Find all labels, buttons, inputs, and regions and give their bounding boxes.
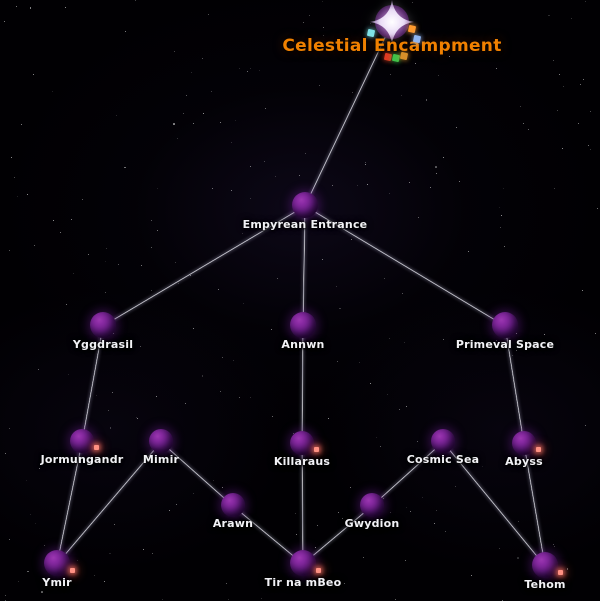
four-point-star-icon bbox=[369, 0, 415, 45]
node-gwydion[interactable]: Gwydion bbox=[345, 493, 399, 530]
gem-blue bbox=[412, 34, 422, 44]
node-primeval-space[interactable]: Primeval Space bbox=[456, 312, 554, 351]
node-sphere[interactable] bbox=[290, 431, 314, 455]
node-sphere[interactable] bbox=[292, 192, 318, 218]
node-ymir[interactable]: Ymir bbox=[42, 550, 75, 589]
node-label: Mimir bbox=[142, 453, 180, 466]
node-tehom[interactable]: Tehom bbox=[524, 552, 565, 591]
node-status-marker bbox=[316, 568, 321, 573]
node-label: Ymir bbox=[42, 576, 72, 589]
node-status-marker bbox=[314, 447, 319, 452]
node-yggdrasil[interactable]: Yggdrasil bbox=[73, 312, 133, 351]
node-killaraus[interactable]: Killaraus bbox=[274, 431, 330, 468]
map-title: Celestial Encampment bbox=[282, 36, 502, 56]
node-abyss[interactable]: Abyss bbox=[505, 431, 543, 468]
node-sphere[interactable] bbox=[70, 429, 94, 453]
node-empyrean-entrance[interactable]: Empyrean Entrance bbox=[243, 192, 367, 231]
node-label: Yggdrasil bbox=[72, 338, 134, 351]
node-sphere[interactable] bbox=[512, 431, 536, 455]
node-label: Killaraus bbox=[273, 455, 331, 468]
node-label: Primeval Space bbox=[455, 338, 555, 351]
node-sphere[interactable] bbox=[532, 552, 558, 578]
node-status-marker bbox=[70, 568, 75, 573]
node-sphere[interactable] bbox=[90, 312, 116, 338]
node-sphere[interactable] bbox=[290, 550, 316, 576]
node-status-marker bbox=[94, 445, 99, 450]
node-sphere[interactable] bbox=[44, 550, 70, 576]
node-label: Annwn bbox=[281, 338, 325, 351]
node-sphere[interactable] bbox=[360, 493, 384, 517]
node-label: Gwydion bbox=[344, 517, 400, 530]
gem-cyan bbox=[366, 28, 376, 38]
node-label: Tehom bbox=[524, 578, 566, 591]
node-annwn[interactable]: Annwn bbox=[281, 312, 324, 351]
node-sphere[interactable] bbox=[221, 493, 245, 517]
gem-amber bbox=[399, 51, 409, 61]
node-sphere[interactable] bbox=[149, 429, 173, 453]
node-label: Tir na mBeo bbox=[264, 576, 342, 589]
node-label: Empyrean Entrance bbox=[242, 218, 368, 231]
node-sphere[interactable] bbox=[290, 312, 316, 338]
node-tir-na-mbeo[interactable]: Tir na mBeo bbox=[265, 550, 341, 589]
node-label: Abyss bbox=[505, 455, 543, 468]
node-status-marker bbox=[536, 447, 541, 452]
node-sphere[interactable] bbox=[431, 429, 455, 453]
node-label: Arawn bbox=[212, 517, 254, 530]
node-jormungandr[interactable]: Jormungandr bbox=[41, 429, 123, 466]
node-status-marker bbox=[558, 570, 563, 575]
node-label: Cosmic Sea bbox=[406, 453, 480, 466]
node-mimir[interactable]: Mimir bbox=[143, 429, 179, 466]
node-sphere[interactable] bbox=[492, 312, 518, 338]
node-arawn[interactable]: Arawn bbox=[213, 493, 253, 530]
node-cosmic-sea[interactable]: Cosmic Sea bbox=[407, 429, 479, 466]
gem-orange bbox=[407, 24, 417, 34]
node-label: Jormungandr bbox=[40, 453, 124, 466]
